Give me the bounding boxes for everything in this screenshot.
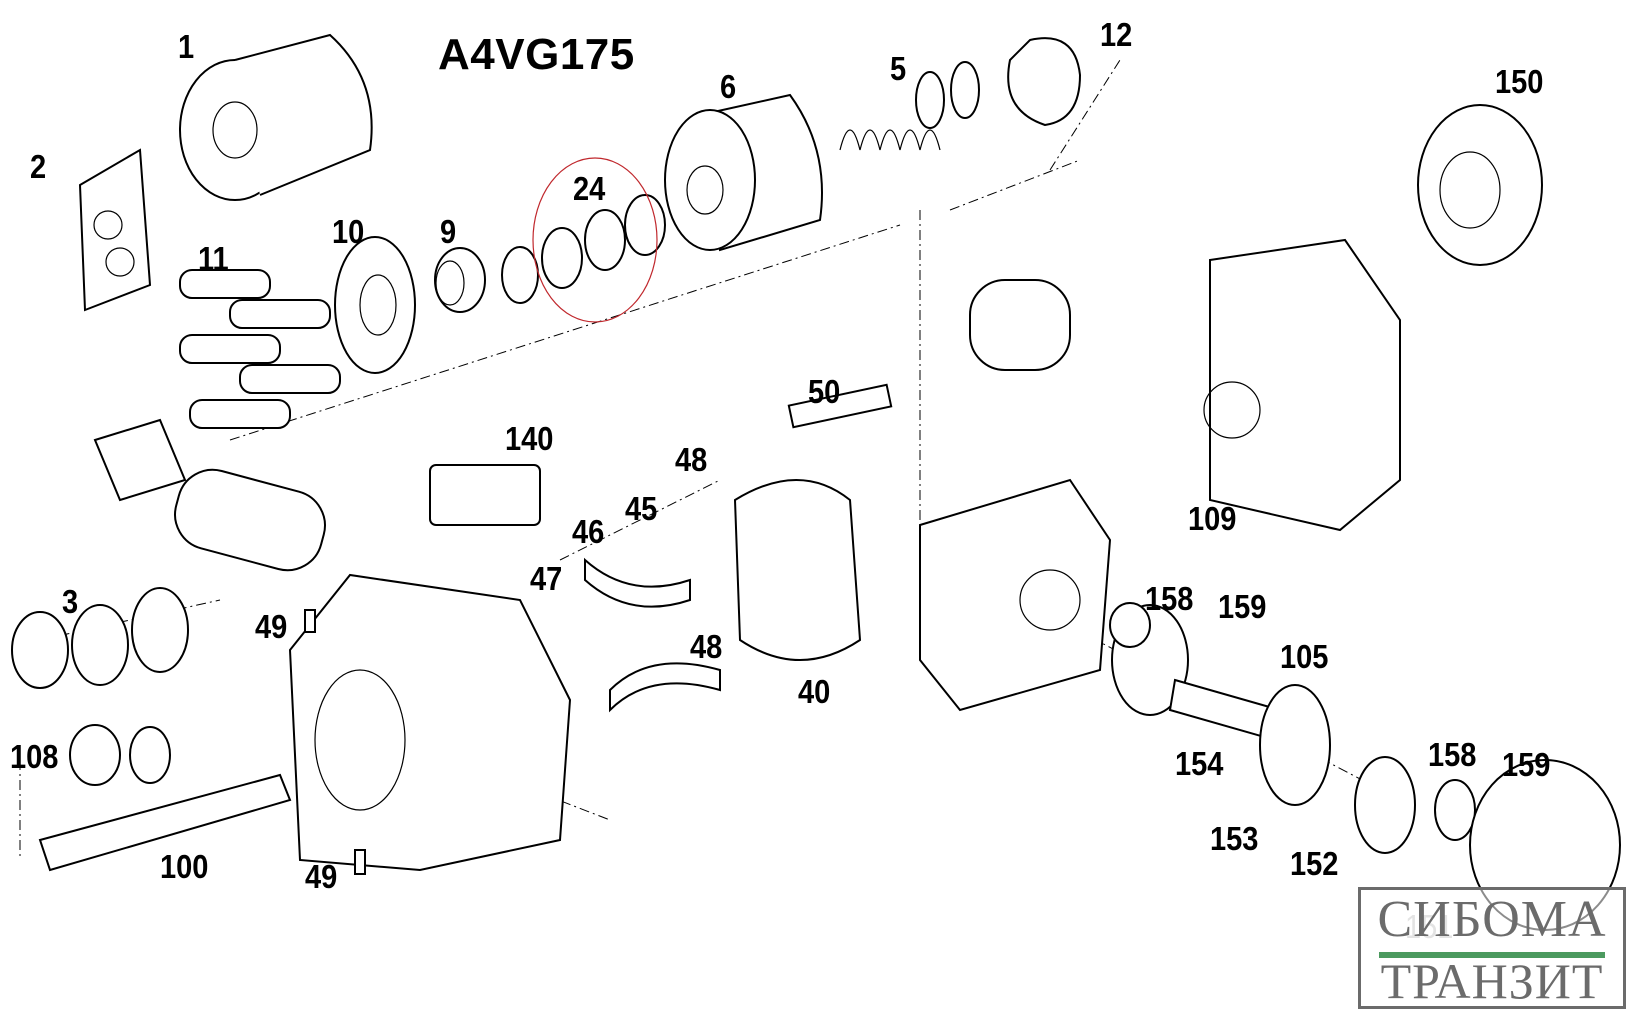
part-10-retaining-plate (334, 236, 416, 374)
callout-1: 1 (178, 28, 195, 65)
callout-109: 109 (1188, 500, 1237, 537)
callout-158-top: 158 (1145, 580, 1194, 617)
model-title: A4VG175 (438, 30, 635, 79)
callout-24: 24 (573, 170, 606, 207)
part-12-valve-plate (1007, 37, 1082, 127)
callout-100: 100 (160, 848, 209, 885)
part-108-100-shaft (38, 724, 292, 872)
callout-12: 12 (1100, 16, 1133, 53)
callout-140: 140 (505, 420, 554, 457)
callout-108: 108 (10, 738, 59, 775)
pump-housing (288, 573, 572, 872)
callout-9: 9 (440, 213, 457, 250)
part-2-seal-kit (78, 148, 152, 312)
callout-40: 40 (798, 673, 831, 710)
callout-159-bottom: 159 (1502, 746, 1551, 783)
part-140-solenoid (429, 464, 541, 526)
callout-3: 3 (62, 583, 79, 620)
callout-150: 150 (1495, 63, 1544, 100)
watermark-line-1: СИБОМА (1377, 891, 1607, 948)
callout-2: 2 (30, 148, 47, 185)
filter-cartridge (93, 418, 326, 572)
part-24-shims (501, 157, 666, 323)
callout-5: 5 (890, 50, 907, 87)
callout-49-top: 49 (255, 608, 288, 645)
callout-159-top: 159 (1218, 588, 1267, 625)
part-5-spring (839, 61, 980, 151)
callout-11: 11 (198, 240, 229, 277)
part-49-pins (304, 609, 366, 875)
callout-6: 6 (720, 68, 737, 105)
part-45-46-bearings (584, 557, 721, 713)
part-3-rings (11, 587, 189, 689)
part-11-pistons (179, 269, 341, 429)
part-50-40-swashplate (733, 383, 893, 661)
callout-152: 152 (1290, 845, 1339, 882)
callout-48-top: 48 (675, 441, 708, 478)
callout-50: 50 (808, 373, 841, 410)
part-1-rotary-group (179, 33, 373, 201)
callout-153: 153 (1210, 820, 1259, 857)
auxiliary-valve-block (919, 478, 1112, 712)
part-109-control-block (969, 238, 1401, 532)
watermark-logo: СИБОМА ТРАНЗИТ (1358, 887, 1626, 1009)
callout-158-bottom: 158 (1428, 736, 1477, 773)
callout-47: 47 (530, 560, 563, 597)
part-9-ball-guide (434, 247, 486, 313)
watermark-green-bar (1379, 952, 1605, 958)
callout-10: 10 (332, 213, 365, 250)
callout-48-bottom: 48 (690, 628, 723, 665)
part-150-charge-pump (1417, 104, 1543, 266)
part-6-cylinder-block (664, 93, 823, 252)
watermark-line-2: ТРАНЗИТ (1380, 953, 1604, 1009)
callout-46: 46 (572, 513, 605, 550)
callout-154: 154 (1175, 745, 1224, 782)
callout-45: 45 (625, 490, 658, 527)
callout-49-bottom: 49 (305, 858, 338, 895)
callout-105: 105 (1280, 638, 1329, 675)
